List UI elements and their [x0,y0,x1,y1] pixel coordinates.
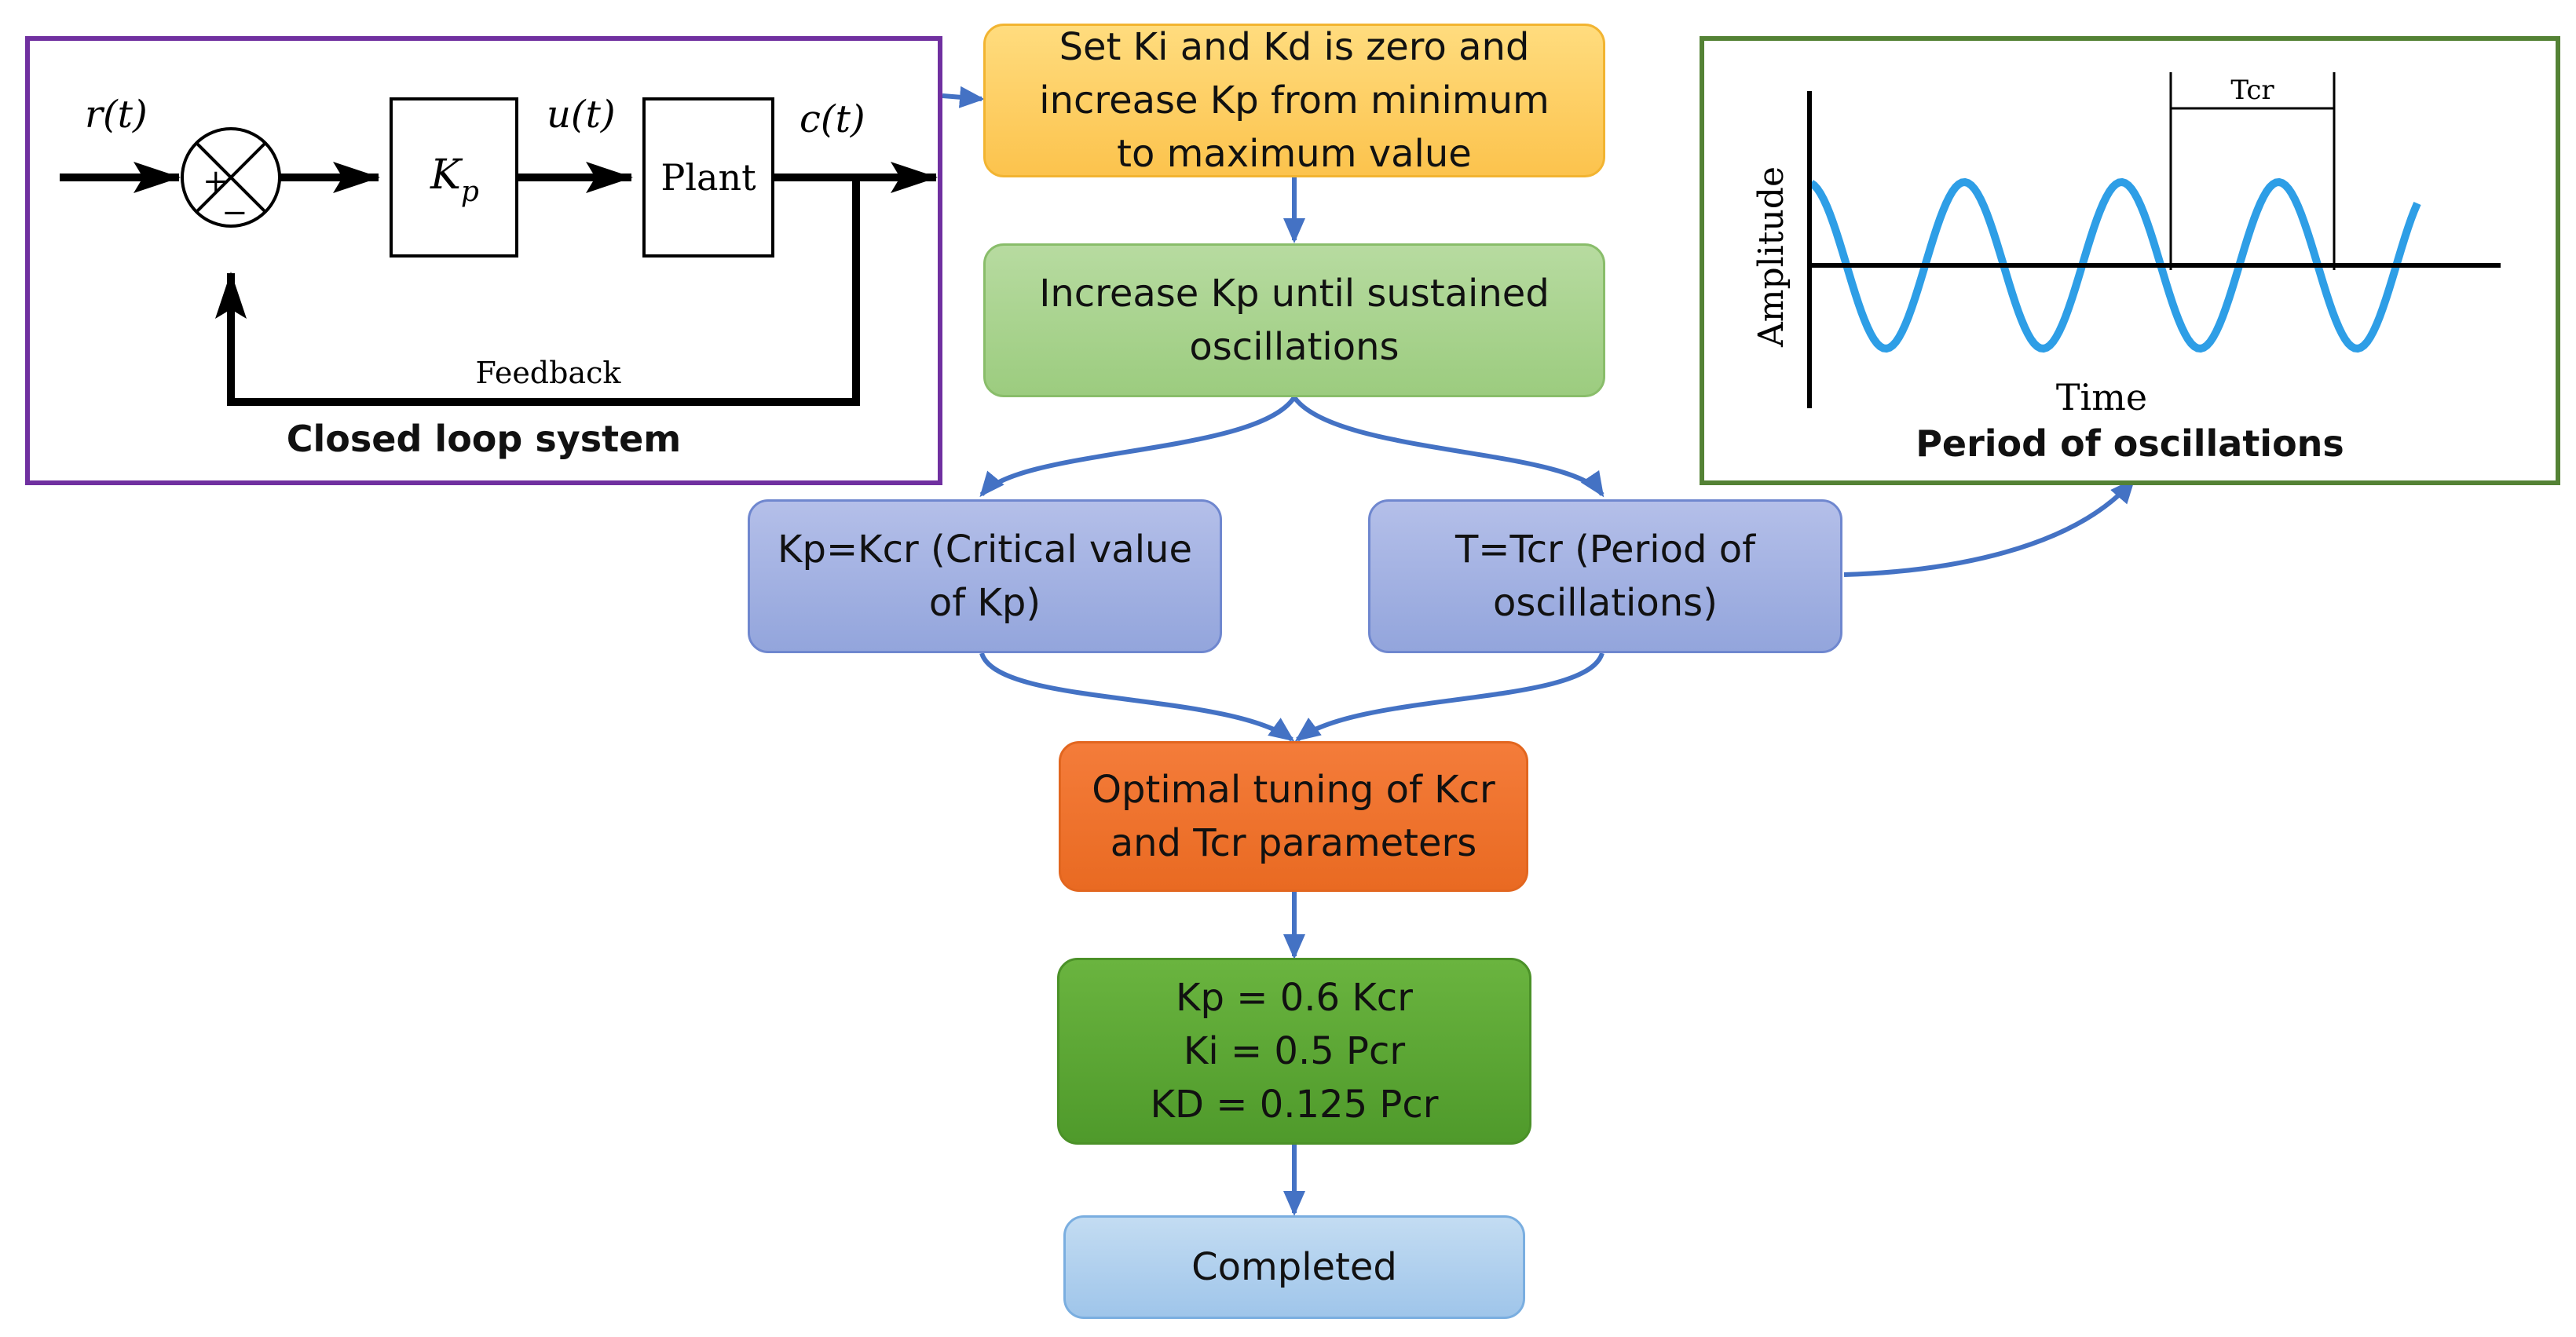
gain-symbol: K [430,152,463,199]
step-gain-formulas: Kp = 0.6 Kcr Ki = 0.5 Pcr KD = 0.125 Pcr [1057,958,1531,1145]
plant-block [642,97,774,258]
step-completed-text: Completed [1191,1245,1397,1289]
arrow-right-to-oscillation-panel [1843,477,2135,577]
gain-block [390,97,518,258]
step-critical-gain: Kp=Kcr (Critical value of Kp) [748,499,1222,653]
step-gain-formulas-text: Kp = 0.6 Kcr Ki = 0.5 Pcr KD = 0.125 Pcr [1150,976,1439,1127]
step-increase-kp: Increase Kp until sustained oscillations [983,243,1605,397]
period-label: Tcr [2230,75,2274,106]
arrow-panel-to-step1 [942,86,985,108]
control-label: u(t) [547,93,616,137]
closed-loop-caption: Closed loop system [286,418,682,460]
feedback-path [215,177,860,406]
step-increase-kp-text: Increase Kp until sustained oscillations [1039,272,1550,369]
step-set-gains-text: Set Ki and Kd is zero and increase Kp fr… [1039,25,1550,176]
step-completed: Completed [1063,1215,1525,1319]
closed-loop-block-diagram: + − r(t) u(t) c(t) Kp Plant Feedback [60,93,938,406]
gain-subscript: p [461,176,479,208]
plus-sign: + [203,163,229,199]
oscillation-plot: Tcr Amplitude Time [1751,72,2501,418]
x-axis-label: Time [2056,376,2147,418]
svg-text:Kp: Kp [430,152,479,208]
output-label: c(t) [800,97,865,141]
sine-wave [1809,177,2421,353]
step-period: T=Tcr (Period of oscillations) [1368,499,1842,653]
closed-loop-panel: + − r(t) u(t) c(t) Kp Plant Feedback Clo… [25,36,942,485]
step-optimal-tuning-text: Optimal tuning of Kcr and Tcr parameters [1092,768,1495,865]
plant-label: Plant [660,156,756,199]
oscillation-caption: Period of oscillations [1916,422,2344,465]
arrow-step2-to-left [979,396,1297,498]
step-period-text: T=Tcr (Period of oscillations) [1454,528,1755,625]
input-label: r(t) [85,93,148,137]
arrow-left-to-step4 [979,652,1295,742]
step-set-gains: Set Ki and Kd is zero and increase Kp fr… [983,24,1605,177]
minus-sign: − [221,195,248,231]
step-optimal-tuning: Optimal tuning of Kcr and Tcr parameters [1059,741,1528,892]
arrow-step2-to-right [1292,396,1605,498]
y-axis-label: Amplitude [1751,166,1791,348]
step-critical-gain-text: Kp=Kcr (Critical value of Kp) [778,528,1192,625]
oscillation-panel: Tcr Amplitude Time Period of oscillation… [1700,36,2560,485]
feedback-label: Feedback [476,356,622,390]
arrow-right-to-step4 [1294,652,1605,742]
